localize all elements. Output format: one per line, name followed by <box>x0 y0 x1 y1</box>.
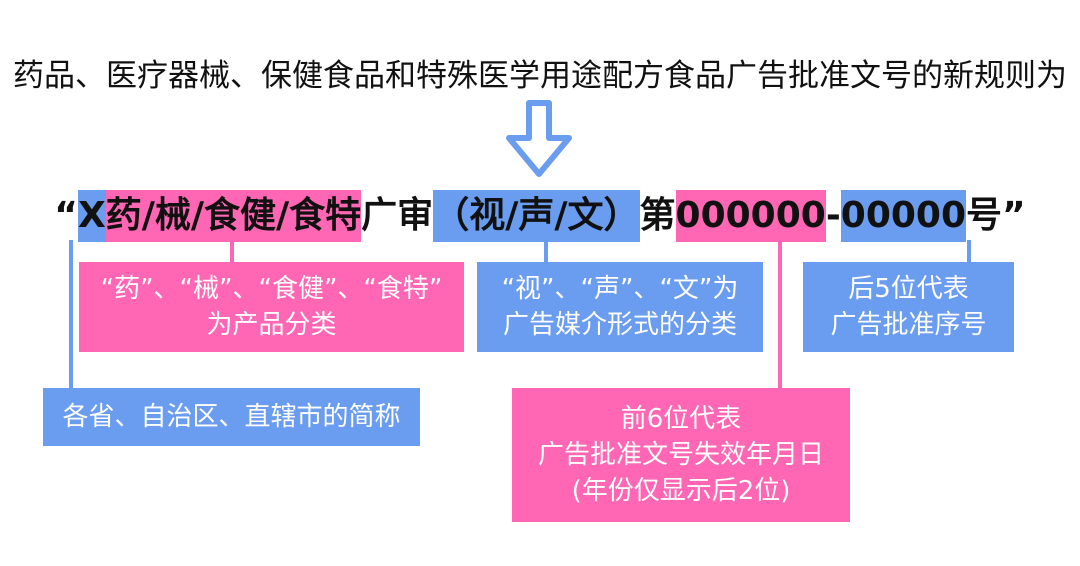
date-annotation-line3: (年份仅显示后2位) <box>571 476 791 506</box>
date-annotation-line2: 广告批准文号失效年月日 <box>537 440 824 470</box>
serial-annotation-line2: 广告批准序号 <box>830 310 987 340</box>
date-connector <box>778 240 782 390</box>
category-annotation-line1: “药”、“械”、“食健”、“食特” <box>100 274 443 304</box>
province-annotation-line1: 各省、自治区、直辖市的简称 <box>62 402 401 432</box>
serial-annotation-line1: 后5位代表 <box>848 274 969 304</box>
open-quote: “ <box>54 195 78 236</box>
di-text: 第 <box>639 195 676 236</box>
date-annotation-line1: 前6位代表 <box>620 404 742 434</box>
serial-code: 00000 <box>840 190 967 242</box>
category-annotation-line2: 为产品分类 <box>206 310 337 340</box>
down-arrow-icon <box>506 100 572 177</box>
approval-number-format: “X药/械/食健/食特广审（视/声/文）第000000-00000号” <box>0 188 1080 244</box>
media-annotation-line2: 广告媒介形式的分类 <box>502 310 737 340</box>
serial-annotation: 后5位代表 广告批准序号 <box>803 262 1014 352</box>
page-title: 药品、医疗器械、保健食品和特殊医学用途配方食品广告批准文号的新规则为 <box>13 58 1067 94</box>
date-annotation: 前6位代表 广告批准文号失效年月日 (年份仅显示后2位) <box>512 388 850 522</box>
province-code: X <box>77 190 106 242</box>
hao-text: 号 <box>966 195 1003 236</box>
media-annotation: “视”、“声”、“文”为 广告媒介形式的分类 <box>477 262 763 352</box>
date-code: 000000 <box>675 190 826 242</box>
category-code: 药/械/食健/食特 <box>105 190 362 242</box>
serial-connector <box>967 240 971 264</box>
category-annotation: “药”、“械”、“食健”、“食特” 为产品分类 <box>79 262 464 352</box>
media-code: （视/声/文） <box>433 190 640 242</box>
province-connector <box>69 240 73 390</box>
close-quote: ” <box>1002 195 1026 236</box>
review-text: 广审 <box>361 195 434 236</box>
media-connector <box>544 240 548 264</box>
media-annotation-line1: “视”、“声”、“文”为 <box>501 274 739 304</box>
province-annotation: 各省、自治区、直辖市的简称 <box>43 388 420 446</box>
dash: - <box>825 195 841 236</box>
category-connector <box>230 240 234 264</box>
